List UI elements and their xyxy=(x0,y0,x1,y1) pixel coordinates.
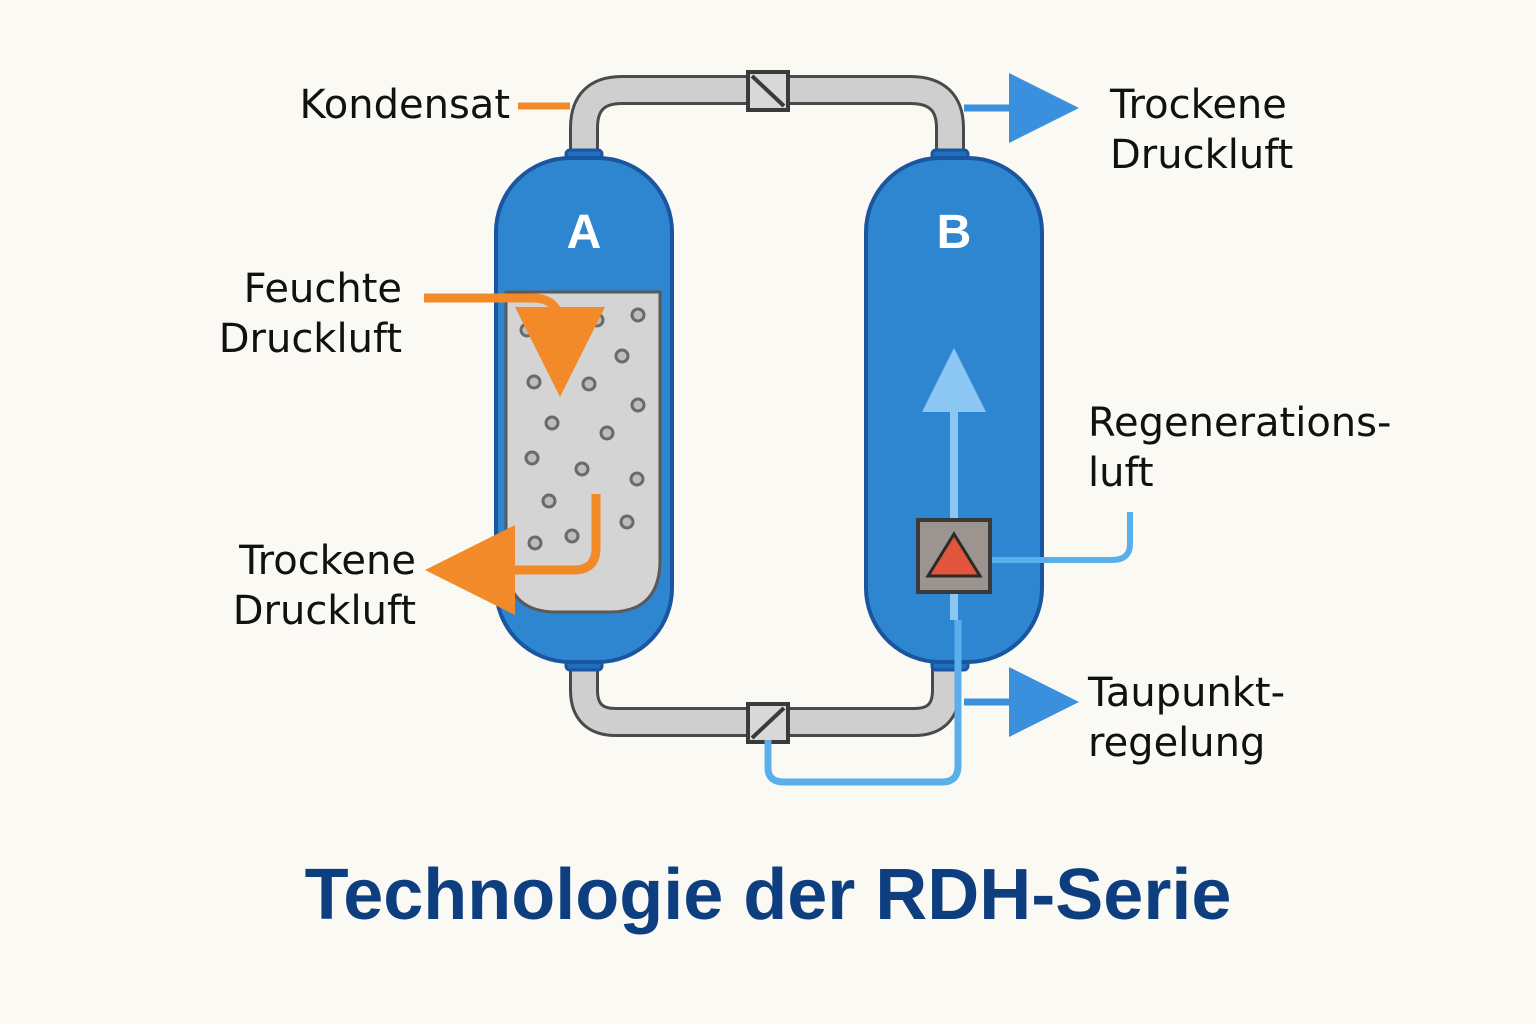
dry-air-outlet-arrow-left xyxy=(425,494,601,615)
wet-air-inlet-arrow xyxy=(424,293,605,397)
sensor-triangle-icon xyxy=(916,518,992,594)
purge-loop-line xyxy=(764,620,962,786)
label-trockene-druckluft-left: Trockene Druckluft xyxy=(233,536,416,636)
label-taupunkt-line2: regelung xyxy=(1088,720,1266,766)
label-trockene-right-line2: Druckluft xyxy=(1110,132,1294,178)
regeneration-air-line xyxy=(990,512,1133,563)
label-trockene-left-line1: Trockene xyxy=(239,538,416,584)
label-taupunktregelung: Taupunkt- regelung xyxy=(1088,668,1285,768)
label-regenerations-line1: Regenerations- xyxy=(1088,400,1392,446)
label-trockene-right-line1: Trockene xyxy=(1110,82,1287,128)
label-feuchte-druckluft: Feuchte Druckluft xyxy=(219,264,402,364)
vessel-b-label: B xyxy=(937,206,972,259)
label-feuchte-line2: Druckluft xyxy=(218,316,402,362)
page-title: Technologie der RDH-Serie xyxy=(304,855,1232,935)
label-trockene-druckluft-right: Trockene Druckluft xyxy=(1110,80,1293,180)
vessel-a-label: A xyxy=(567,206,602,259)
valve-top-icon xyxy=(746,70,790,112)
label-feuchte-line1: Feuchte xyxy=(243,266,402,312)
label-regenerationsluft: Regenerations- luft xyxy=(1088,398,1391,498)
valve-bottom-icon xyxy=(746,702,790,744)
label-kondensat: Kondensat xyxy=(299,82,510,128)
label-regenerations-line2: luft xyxy=(1088,450,1154,496)
label-taupunkt-line1: Taupunkt- xyxy=(1088,670,1286,716)
label-trockene-left-line2: Druckluft xyxy=(232,588,416,634)
